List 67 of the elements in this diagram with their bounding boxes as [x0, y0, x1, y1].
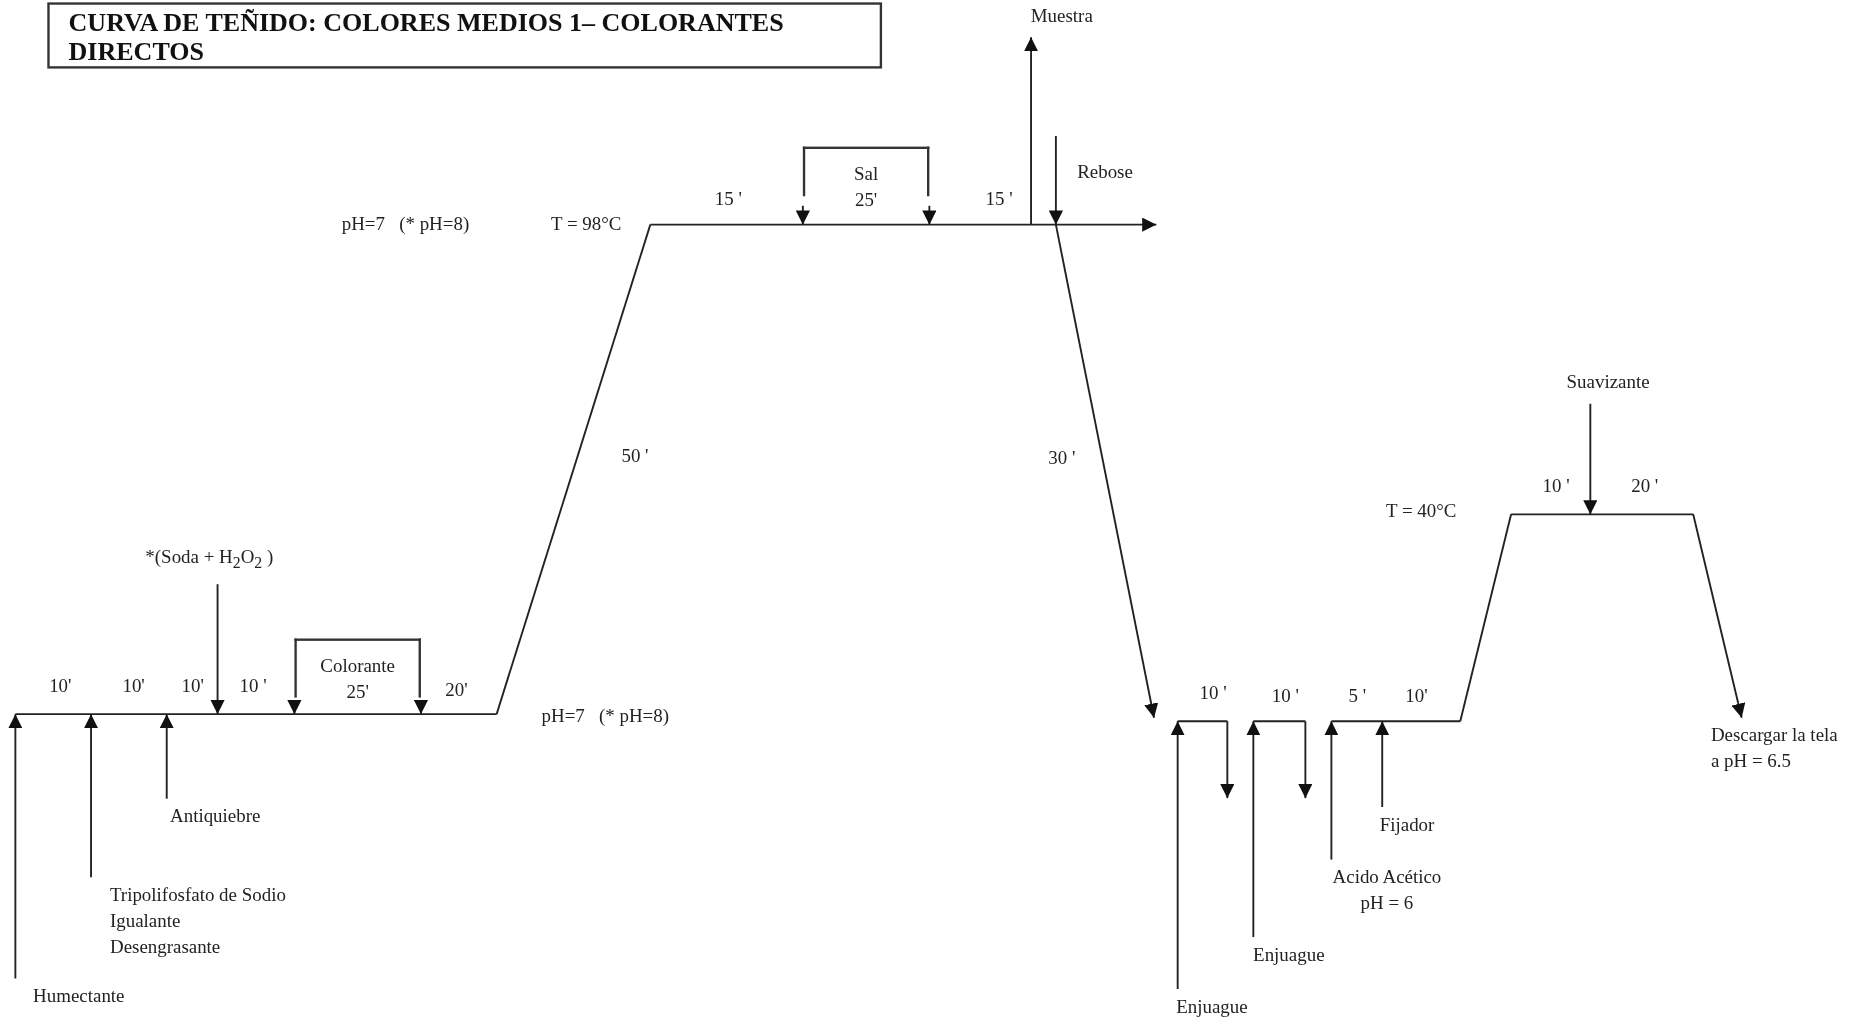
chemical-label: pH = 6 [1359, 891, 1415, 915]
chemical-label: Desengrasante [109, 935, 222, 959]
arrow [1220, 720, 1235, 800]
arrow [1170, 720, 1185, 991]
duration-label: 10' [122, 674, 145, 698]
arrow [1375, 720, 1390, 808]
duration-label: 50 ' [621, 444, 649, 468]
arrow [1054, 223, 1159, 719]
title-box: CURVA DE TEÑIDO: COLORES MEDIOS 1– COLORANTES DIRECTOS [47, 2, 883, 69]
arrow [210, 583, 225, 716]
arrow [1583, 402, 1598, 516]
chemical-label: Fijador [1379, 811, 1435, 837]
step-label: Enjuague [1176, 993, 1248, 1019]
chemical-label: Antiquiebre [170, 803, 261, 829]
curve-segment [1252, 720, 1307, 723]
ph-label: pH=7 (* pH=8) [341, 212, 470, 236]
curve-line [495, 223, 652, 716]
box-label: Colorante [319, 654, 396, 678]
arrow [1023, 36, 1039, 226]
step-label: Enjuague [1253, 941, 1325, 967]
duration-label: 10' [181, 674, 204, 698]
curve-segment [14, 713, 498, 716]
discharge-note: Descargar la tela a pH = 6.5 [1710, 722, 1844, 775]
temperature-label: T = 98°C [551, 212, 622, 236]
duration-label: 30 ' [1048, 446, 1076, 470]
duration-label: 10 ' [1542, 474, 1570, 498]
box-label: Sal [853, 162, 880, 186]
duration-label: 15 ' [985, 187, 1013, 211]
chemical-label: Acido Acético [1332, 865, 1442, 889]
duration-label: 10' [49, 674, 72, 698]
curve-segment [1510, 513, 1695, 516]
chemical-label: *(Soda + H$_{2}$O$_{2}$ ) [145, 543, 274, 575]
bracket-box [294, 638, 421, 698]
curve-segment [1330, 720, 1462, 723]
chemical-label: Suavizante [1566, 369, 1650, 395]
curve-segment [1176, 720, 1229, 723]
arrow [159, 713, 174, 800]
curve-line [1459, 513, 1513, 723]
duration-label: 20 ' [1631, 474, 1659, 498]
arrow [8, 713, 23, 980]
duration-label: 10 ' [1271, 684, 1299, 708]
arrow [1048, 135, 1063, 226]
arrow [83, 713, 99, 879]
duration-label: 15 ' [714, 187, 742, 211]
arrow [1324, 720, 1339, 861]
chemical-label: Tripolifosfato de Sodio [109, 883, 286, 907]
chemical-label: Rebose [1077, 159, 1133, 184]
arrow [413, 700, 429, 716]
chemical-label: Humectante [33, 983, 125, 1008]
duration-label: 25' [345, 680, 370, 704]
arrow [1298, 720, 1313, 800]
chemical-label: Igualante [109, 909, 182, 933]
arrow [1246, 720, 1261, 938]
duration-label: 5 ' [1348, 684, 1367, 708]
duration-label: 25' [853, 188, 879, 212]
arrow [795, 204, 810, 226]
curve-segment [649, 217, 1158, 232]
arrow [287, 700, 302, 716]
ph-label: pH=7 (* pH=8) [541, 704, 669, 728]
duration-label: 10 ' [239, 674, 267, 698]
duration-label: 10' [1405, 684, 1428, 708]
arrow [922, 204, 937, 226]
sample-label: Muestra [1030, 2, 1093, 28]
duration-label: 10 ' [1199, 681, 1227, 705]
arrow [1692, 513, 1746, 719]
duration-label: 20' [445, 678, 468, 702]
temperature-label: T = 40°C [1386, 499, 1457, 523]
